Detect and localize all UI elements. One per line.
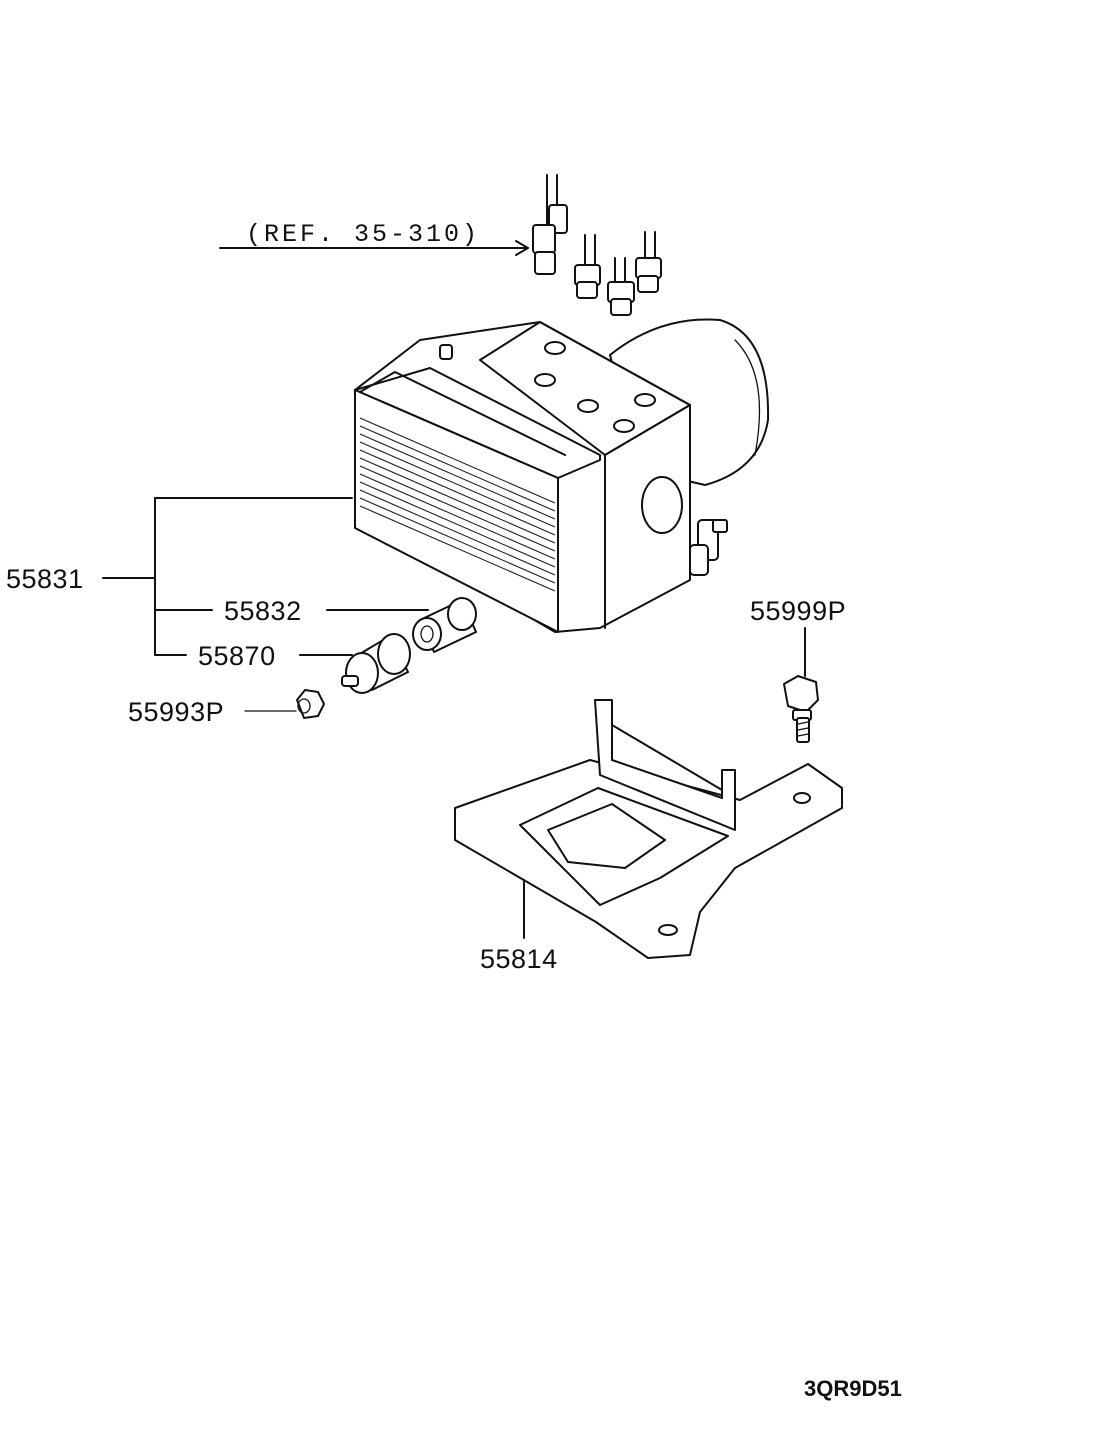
ecu-cooling-fins xyxy=(359,417,556,592)
part-label-bracket: 55814 xyxy=(480,944,558,974)
nut-part xyxy=(296,689,325,719)
leader-lines xyxy=(102,497,806,939)
bolt-part xyxy=(783,675,819,743)
reference-label: (REF. 35-310) xyxy=(246,220,480,249)
part-label-damper: 55870 xyxy=(198,641,276,671)
part-label-hydraulic-unit: 55831 xyxy=(6,564,84,594)
brake-pipe-fittings xyxy=(532,174,662,316)
part-label-nut: 55993P xyxy=(128,697,224,727)
abs-hydraulic-unit xyxy=(354,318,770,633)
mounting-bracket xyxy=(454,699,843,959)
sleeve-part xyxy=(412,597,477,653)
damper-part xyxy=(341,633,411,694)
part-label-bolt: 55999P xyxy=(750,596,846,626)
diagram-code: 3QR9D51 xyxy=(804,1376,902,1401)
reference-arrow xyxy=(219,240,529,256)
part-label-sleeve: 55832 xyxy=(224,596,302,626)
